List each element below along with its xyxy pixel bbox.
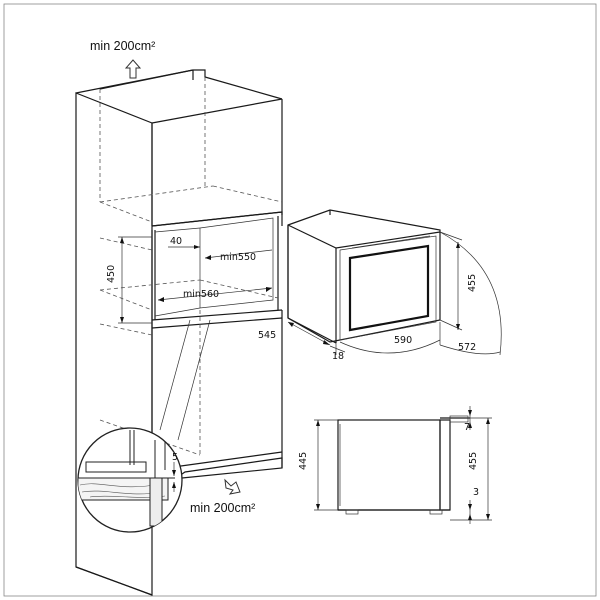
vent-bottom-label: min 200cm² — [190, 501, 255, 515]
dim-side-bottom-gap: 3 — [473, 487, 479, 498]
dim-width-gap: 40 — [170, 236, 182, 247]
dim-inner-depth: min550 — [220, 252, 256, 263]
dim-oven-overall-depth: 572 — [458, 342, 476, 353]
side-door — [439, 419, 451, 511]
dim-niche-height: 450 — [106, 265, 117, 283]
niche-dimensions — [118, 236, 273, 324]
dim-front-thickness: 18 — [332, 351, 344, 362]
dim-side-top-gap: 7 — [464, 422, 470, 433]
page-border — [3, 3, 597, 597]
top-rail — [449, 415, 469, 423]
side-body — [337, 419, 441, 511]
tall-cabinet — [75, 69, 283, 596]
oven-3d — [287, 209, 441, 344]
vent-top-label: min 200cm² — [90, 39, 155, 53]
foot-left — [345, 509, 359, 515]
vent-arrow-up-icon — [124, 59, 142, 79]
oven-side-view — [314, 406, 492, 524]
dim-oven-depth: 545 — [258, 330, 276, 341]
detail-magnifier — [77, 319, 211, 533]
dim-inner-width: min560 — [183, 289, 219, 300]
vent-arrow-diagonal-icon — [224, 478, 241, 495]
dim-side-right-height: 455 — [468, 452, 479, 470]
dim-oven-height: 455 — [467, 274, 478, 292]
dim-side-left-height: 445 — [298, 452, 309, 470]
foot-right — [429, 509, 443, 515]
oven-dimensions — [287, 231, 502, 356]
dim-oven-width: 590 — [394, 335, 412, 346]
dim-detail-gap: 5 — [172, 452, 178, 463]
